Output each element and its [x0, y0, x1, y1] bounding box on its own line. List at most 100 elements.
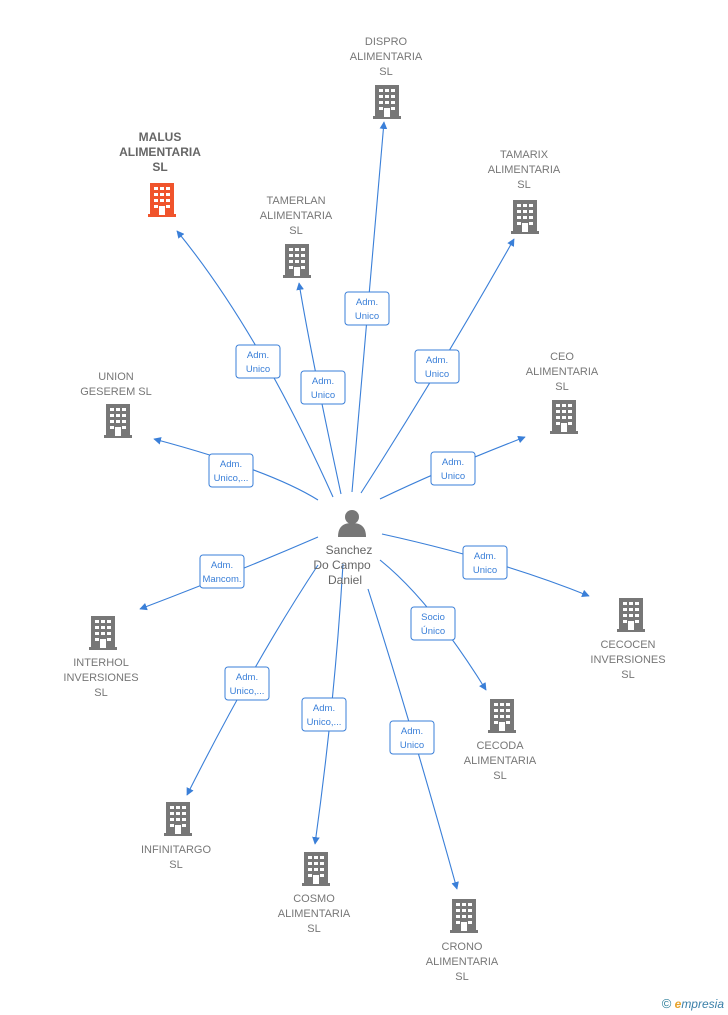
company-name-line: GESEREM SL: [80, 386, 152, 398]
role-label-text: Unico: [473, 565, 497, 576]
company-name-line: ALIMENTARIA: [426, 956, 499, 968]
company-name-line: ALIMENTARIA: [350, 51, 423, 63]
company-name-line: INVERSIONES: [590, 654, 665, 666]
company-name-line: SL: [517, 179, 530, 191]
building-icon: [373, 85, 401, 119]
building-icon: [148, 183, 176, 217]
role-label-text: Adm.: [442, 457, 464, 468]
role-label-cosmo[interactable]: Adm.Unico,...: [301, 697, 347, 732]
role-label-text: Unico: [246, 364, 270, 375]
role-label-text: Adm.: [211, 560, 233, 571]
footer-brand: © empresia: [662, 996, 724, 1011]
company-name-line: UNION: [98, 371, 134, 383]
building-icon: [450, 899, 478, 933]
role-label-ceo[interactable]: Adm.Unico: [430, 451, 476, 486]
role-label-union[interactable]: Adm. Unico,...: [208, 453, 254, 488]
company-node-interhol[interactable]: INTERHOL INVERSIONES SL: [63, 616, 139, 699]
role-label-box: [224, 666, 270, 701]
role-label-box: [462, 545, 508, 580]
building-icon: [89, 616, 117, 650]
brand-initial: e: [674, 997, 682, 1011]
company-node-infinitargo[interactable]: INFINITARGO SL: [141, 802, 212, 871]
building-icon: [302, 852, 330, 886]
company-name-line: ALIMENTARIA: [260, 210, 333, 222]
role-label-text: Socio: [421, 612, 445, 623]
company-name-line: ALIMENTARIA: [488, 164, 561, 176]
company-node-cecocen[interactable]: CECOCEN INVERSIONES SL: [590, 598, 666, 681]
building-icon: [283, 244, 311, 278]
role-label-text: Unico,...: [230, 686, 265, 697]
company-name-line: INFINITARGO: [141, 844, 212, 856]
company-name-line: SL: [152, 160, 167, 174]
role-label-infinitargo[interactable]: Adm. Unico,...: [224, 666, 270, 701]
role-label-dispro[interactable]: Adm.Unico: [344, 291, 390, 326]
role-label-text: Unico,...: [307, 717, 342, 728]
building-icon: [104, 404, 132, 438]
role-label-text: Adm.: [426, 355, 448, 366]
company-name-line: SL: [455, 971, 468, 983]
company-name-line: ALIMENTARIA: [119, 145, 201, 159]
company-name-line: COSMO: [293, 893, 335, 905]
company-name-line: CRONO: [442, 941, 483, 953]
company-name-line: SL: [94, 687, 107, 699]
company-name-line: SL: [289, 225, 302, 237]
person-icon: [338, 510, 366, 537]
role-label-text: Adm.: [312, 376, 334, 387]
role-label-text: Adm.: [401, 726, 423, 737]
role-label-box: [344, 291, 390, 326]
role-label-text: Adm.: [247, 350, 269, 361]
company-node-tamarix[interactable]: TAMARIX ALIMENTARIA SL: [488, 149, 561, 234]
role-label-box: [235, 344, 281, 379]
company-name-line: SL: [307, 923, 320, 935]
role-label-cecocen[interactable]: Adm. Unico: [462, 545, 508, 580]
company-name-line: ALIMENTARIA: [464, 755, 537, 767]
role-label-text: Unico,...: [214, 473, 249, 484]
company-name-line: SL: [169, 859, 182, 871]
center-person-node[interactable]: Sanchez Do Campo Daniel: [313, 510, 372, 587]
role-label-box: [414, 349, 460, 384]
company-name-line: SL: [493, 770, 506, 782]
role-label-malus[interactable]: Adm. Unico: [235, 344, 281, 379]
company-node-cosmo[interactable]: COSMO ALIMENTARIA SL: [278, 852, 351, 935]
center-name-line-3: Daniel: [328, 573, 362, 587]
role-label-text: Unico: [400, 740, 424, 751]
company-name-line: SL: [621, 669, 634, 681]
role-label-text: Adm.: [236, 672, 258, 683]
role-label-box: [389, 720, 435, 755]
nodes-layer: DISPROALIMENTARIASLMALUSALIMENTARIASLTAM…: [63, 36, 665, 983]
company-name-line: INVERSIONES: [63, 672, 138, 684]
role-label-tamarix[interactable]: Adm.Unico: [414, 349, 460, 384]
company-name-line: CEO: [550, 351, 574, 363]
company-name-line: INTERHOL: [73, 657, 129, 669]
company-node-cecoda[interactable]: CECODA ALIMENTARIA SL: [464, 699, 537, 782]
role-label-box: [430, 451, 476, 486]
role-label-box: [300, 370, 346, 405]
role-label-crono[interactable]: Adm. Unico: [389, 720, 435, 755]
edge-tamerlan: [296, 282, 342, 495]
role-label-text: Unico: [311, 390, 335, 401]
company-name-line: ALIMENTARIA: [278, 908, 351, 920]
building-icon: [488, 699, 516, 733]
company-name-line: TAMARIX: [500, 149, 549, 161]
company-name-line: CECOCEN: [600, 639, 655, 651]
company-name-line: MALUS: [139, 130, 182, 144]
company-name-line: SL: [555, 381, 568, 393]
company-node-crono[interactable]: CRONO ALIMENTARIA SL: [426, 899, 499, 983]
role-label-box: [208, 453, 254, 488]
role-label-text: Adm.: [220, 459, 242, 470]
center-name-line-1: Sanchez: [326, 543, 373, 557]
role-label-text: Unico: [355, 311, 379, 322]
role-label-text: Adm.: [474, 551, 496, 562]
building-icon: [617, 598, 645, 632]
role-label-interhol[interactable]: Adm.Mancom.: [199, 554, 245, 589]
edges-layer: [139, 121, 590, 890]
company-name-line: CECODA: [476, 740, 524, 752]
role-label-tamerlan[interactable]: Adm. Unico: [300, 370, 346, 405]
company-node-union[interactable]: UNION GESEREM SL: [80, 371, 152, 438]
